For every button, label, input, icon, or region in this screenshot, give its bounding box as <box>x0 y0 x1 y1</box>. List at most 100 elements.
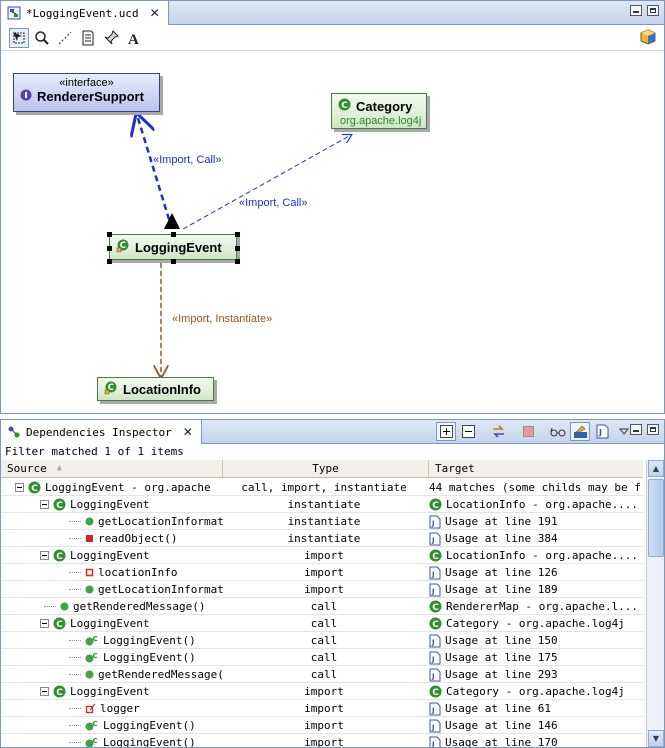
view-menu-icon[interactable] <box>614 422 634 441</box>
class-icon: C <box>429 498 442 511</box>
close-icon[interactable]: ✕ <box>149 6 160 20</box>
svg-text:J: J <box>431 519 435 527</box>
source-cell: getRenderedMessage( <box>1 667 223 682</box>
vertical-scrollbar[interactable]: ▲ ▼ <box>646 460 664 747</box>
connector-icon[interactable] <box>55 28 75 48</box>
svg-text:J: J <box>431 706 435 714</box>
selection-handle[interactable] <box>171 259 176 264</box>
source-cell: locationInfo <box>1 565 223 580</box>
column-header-target[interactable]: Target <box>435 462 475 475</box>
field-icon <box>85 568 94 577</box>
type-cell: import <box>304 736 344 748</box>
java-file-icon[interactable]: J <box>592 422 612 441</box>
minimize-icon[interactable] <box>630 424 642 435</box>
target-label: Category - org.apache.log4j <box>446 617 625 630</box>
target-cell: 44 matches (some childs may be f... <box>429 480 641 495</box>
target-label: LocationInfo - org.apache.... <box>446 498 639 511</box>
target-label: Usage at line 146 <box>445 719 558 732</box>
zoom-icon[interactable] <box>32 28 52 48</box>
svg-text:J: J <box>431 570 435 578</box>
class-icon: C <box>104 381 118 398</box>
column-header-source[interactable]: Source ▲ <box>1 460 223 478</box>
maximize-icon[interactable] <box>647 5 659 16</box>
collapse-toggle-icon[interactable] <box>40 500 49 509</box>
selection-handle[interactable] <box>107 246 112 251</box>
edge-renderer <box>137 115 174 230</box>
scroll-up-icon[interactable]: ▲ <box>648 460 664 477</box>
source-label: readObject() <box>98 532 178 545</box>
inspector-tab-title: Dependencies Inspector <box>26 425 172 439</box>
source-label: getRenderedMessage( <box>98 668 223 681</box>
node-logging-event[interactable]: C LoggingEvent <box>109 234 237 260</box>
close-icon[interactable]: ✕ <box>182 425 193 439</box>
editor-tab[interactable]: *LoggingEvent.ucd ✕ <box>1 1 169 25</box>
selection-handle[interactable] <box>235 246 240 251</box>
source-cell: logger <box>1 701 223 716</box>
selection-handle[interactable] <box>235 232 240 237</box>
cube-icon[interactable] <box>640 29 656 48</box>
scrollbar-thumb[interactable] <box>648 479 664 557</box>
edge-label-renderer: «Import, Call» <box>153 154 222 166</box>
diagram-palette: A <box>9 27 144 49</box>
note-icon[interactable] <box>78 28 98 48</box>
collapse-toggle-icon[interactable] <box>40 687 49 696</box>
svg-text:C: C <box>56 620 63 630</box>
select-icon[interactable] <box>9 28 29 48</box>
diagram-canvas[interactable]: «Import, Call» «Import, Call» «Import, I… <box>1 51 664 413</box>
maximize-icon[interactable] <box>647 424 659 435</box>
expand-all-icon[interactable] <box>436 422 456 441</box>
diagram-editor: *LoggingEvent.ucd ✕ A <box>0 0 665 414</box>
text-icon[interactable]: A <box>124 28 144 48</box>
svg-text:J: J <box>431 587 435 595</box>
svg-text:C: C <box>93 720 98 728</box>
selection-handle[interactable] <box>107 259 112 264</box>
node-renderer-support[interactable]: «interface» RendererSupport <box>13 73 160 112</box>
java-file-icon: J <box>429 668 441 682</box>
node-category[interactable]: C Category org.apache.log4j <box>331 93 427 129</box>
collapse-toggle-icon[interactable] <box>15 483 24 492</box>
method-icon <box>85 670 94 679</box>
scroll-down-icon[interactable]: ▼ <box>648 730 664 747</box>
glasses-icon[interactable] <box>548 422 568 441</box>
sync-icon[interactable] <box>488 422 508 441</box>
inspector-toolbar: J <box>436 422 634 441</box>
selection-handle[interactable] <box>171 232 176 237</box>
node-location-info[interactable]: C LocationInfo <box>97 377 214 401</box>
stop-icon[interactable] <box>518 422 538 441</box>
type-cell: import <box>304 566 344 579</box>
source-label: locationInfo <box>98 566 178 579</box>
collapse-toggle-icon[interactable] <box>40 619 49 628</box>
column-header-type[interactable]: Type <box>223 460 429 478</box>
selection-handle[interactable] <box>107 232 112 237</box>
inspector-tab[interactable]: Dependencies Inspector ✕ <box>1 420 202 444</box>
source-label: LoggingEvent - org.apache <box>45 481 211 494</box>
selection-handle[interactable] <box>235 259 240 264</box>
highlight-icon[interactable] <box>570 422 590 441</box>
minimize-icon[interactable] <box>630 5 642 16</box>
collapse-toggle-icon[interactable] <box>40 551 49 560</box>
pin-icon[interactable] <box>101 28 121 48</box>
collapse-all-icon[interactable] <box>458 422 478 441</box>
svg-text:C: C <box>56 552 63 562</box>
